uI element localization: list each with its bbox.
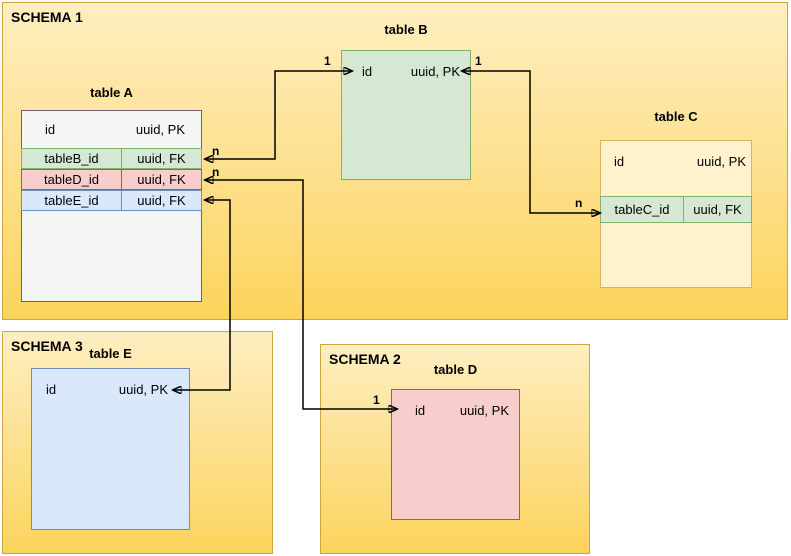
table-c[interactable]: id uuid, PK tableC_id uuid, FK [600,140,752,288]
table-c-row-id[interactable]: id uuid, PK [601,141,751,181]
cardinality-1-tableD: 1 [373,393,380,407]
table-a-title: table A [90,85,133,100]
column-name: id [46,381,57,397]
cardinality-n-tableA-tableD: n [212,165,220,179]
column-name: tableD_id [22,170,122,189]
column-type: uuid, PK [135,122,185,137]
column-name: tableB_id [22,149,122,168]
column-name: id [45,122,56,137]
column-type: uuid, PK [696,153,746,169]
table-c-title: table C [654,109,698,124]
table-c-row-tableC_id[interactable]: tableC_id uuid, FK [600,196,752,223]
cardinality-1-tableB-right: 1 [475,54,482,68]
column-name: id [415,402,426,418]
column-name: id [614,153,625,169]
table-a[interactable]: id uuid, PK tableB_id uuid, FK tableD_id… [21,110,202,302]
column-name: tableE_id [22,191,122,210]
table-d[interactable]: id uuid, PK [391,389,520,520]
table-a-row-tableE_id[interactable]: tableE_id uuid, FK [21,190,202,211]
table-a-row-id[interactable]: id uuid, PK [22,111,201,148]
table-b-title: table B [384,22,428,37]
table-b[interactable]: id uuid, PK [341,50,471,180]
table-d-row-id[interactable]: id uuid, PK [392,390,519,430]
column-type: uuid, FK [693,202,742,217]
table-b-row-id[interactable]: id uuid, PK [342,51,470,91]
column-type: uuid, PK [410,63,460,79]
column-type: uuid, FK [137,172,186,187]
cardinality-n-tableC: n [575,196,583,210]
column-type: uuid, PK [459,402,509,418]
column-name: id [362,63,373,79]
column-type: uuid, FK [137,193,186,208]
cardinality-1-tableB-left: 1 [324,54,331,68]
column-type: uuid, FK [137,151,186,166]
table-d-title: table D [433,362,478,377]
table-e-title: table E [89,346,132,361]
schema-3-title: SCHEMA 3 [11,338,83,354]
table-a-row-tableD_id[interactable]: tableD_id uuid, FK [21,169,202,190]
column-name: tableC_id [601,197,684,222]
table-a-row-tableB_id[interactable]: tableB_id uuid, FK [21,148,202,169]
table-e[interactable]: id uuid, PK [31,368,190,530]
table-e-row-id[interactable]: id uuid, PK [32,369,189,409]
schema-1-title: SCHEMA 1 [11,9,83,25]
column-type: uuid, PK [118,381,168,397]
cardinality-n-tableA-tableB: n [212,144,220,158]
